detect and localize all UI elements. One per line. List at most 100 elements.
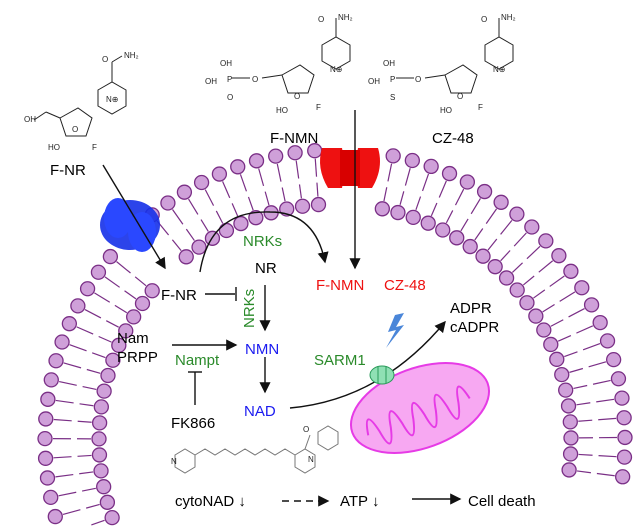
lipid-tail — [438, 180, 447, 198]
lipid-head — [554, 366, 570, 383]
cytonad-label: cytoNAD ↓ — [175, 493, 246, 510]
lipid-head — [93, 463, 109, 479]
lipid-tail — [91, 352, 106, 359]
lipid-tail — [105, 320, 119, 328]
lipid-head — [268, 148, 284, 164]
f-nr-inner-label: F-NR — [161, 287, 197, 304]
membrane-channel — [320, 148, 380, 188]
lipid-tail — [55, 473, 74, 478]
lipid-tail — [316, 182, 319, 197]
lipid-tail — [568, 308, 585, 318]
lipid-tail — [79, 471, 94, 475]
atp-label: ATP ↓ — [340, 493, 379, 510]
lipid-head — [118, 323, 134, 339]
atom-label: O — [102, 55, 108, 64]
atom-label: N⊕ — [330, 65, 342, 74]
lipid-head — [43, 489, 59, 506]
lipid-head — [405, 209, 421, 226]
lipid-head — [91, 447, 108, 463]
lipid-tail — [77, 454, 92, 457]
lipid-tail — [487, 238, 498, 251]
lipid-head — [536, 322, 552, 338]
lipid-head — [617, 429, 633, 446]
nampt-label: Nampt — [175, 352, 220, 369]
lipid-tail — [295, 160, 300, 179]
mitochondrion — [349, 362, 491, 454]
lipid-tail — [415, 196, 422, 211]
lipid-head — [549, 351, 565, 367]
lipid-head — [462, 238, 478, 255]
lipid-tail — [53, 418, 72, 422]
lipid-tail — [258, 168, 265, 187]
atom-label: S — [390, 93, 395, 102]
lipid-head — [390, 204, 406, 221]
atom-label: O — [252, 75, 258, 84]
cadpr-label: cADPR — [450, 319, 499, 336]
lipid-tail — [592, 379, 611, 385]
lipid-tail — [264, 191, 270, 206]
lipid-head — [90, 264, 107, 280]
lipid-tail — [247, 196, 254, 211]
lipid-head — [404, 152, 420, 169]
lipid-head — [475, 248, 491, 264]
lipid-head — [476, 183, 493, 200]
lipid-head — [193, 174, 210, 191]
lipid-tail — [222, 181, 231, 199]
atom-label: HO — [276, 106, 288, 115]
lipid-head — [176, 184, 193, 200]
lipid-tail — [550, 319, 564, 327]
lipid-head — [524, 219, 540, 235]
lipid-tail — [116, 261, 131, 274]
atom-label: F — [478, 103, 483, 112]
lipid-tail — [76, 326, 94, 335]
nmn-label: NMN — [245, 341, 279, 358]
lipid-tail — [404, 168, 411, 186]
lipid-head — [423, 158, 439, 175]
lipid-head — [230, 159, 246, 175]
f-nmn-inner-label: F-NMN — [316, 277, 364, 294]
fk866-label: FK866 — [171, 415, 215, 432]
lipid-head — [54, 334, 70, 350]
nad-label: NAD — [244, 403, 276, 420]
atom-label: HO — [48, 143, 60, 152]
lipid-tail — [188, 198, 199, 215]
atom-label: OH — [205, 77, 217, 86]
lipid-tail — [533, 289, 546, 299]
lipid-head — [509, 282, 525, 298]
lipid-tail — [63, 362, 82, 369]
atom-label: O — [415, 75, 421, 84]
lipid-tail — [549, 275, 565, 287]
lipid-tail — [239, 174, 248, 192]
lipid-tail — [500, 219, 513, 235]
lipid-tail — [114, 304, 128, 314]
lipid-head — [487, 259, 503, 275]
lipid-head — [435, 222, 451, 238]
lipid-head — [100, 367, 116, 384]
atom-label: N — [308, 455, 314, 464]
lipid-head — [562, 414, 578, 430]
lipid-head — [144, 283, 160, 299]
lipid-head — [93, 399, 109, 415]
lipid-tail — [430, 202, 438, 217]
lipid-head — [279, 201, 295, 217]
lipid-head — [562, 446, 579, 462]
lipid-tail — [53, 456, 72, 459]
lipid-head — [420, 215, 436, 231]
lipid-tail — [69, 344, 87, 352]
lipid-head — [374, 201, 390, 217]
lipid-tail — [596, 472, 615, 477]
lipid-tail — [559, 291, 576, 302]
lipid-tail — [578, 453, 593, 456]
lipid-tail — [91, 519, 105, 526]
lipid-tail — [596, 398, 615, 403]
atom-label: NH₂ — [124, 51, 139, 60]
lipid-head — [70, 298, 86, 314]
lipid-tail — [314, 158, 318, 177]
atom-label: O — [481, 15, 487, 24]
lipid-tail — [276, 163, 282, 182]
lipid-tail — [58, 491, 77, 497]
arrows — [102, 110, 462, 507]
lipid-tail — [542, 304, 555, 313]
lipid-tail — [387, 163, 393, 182]
